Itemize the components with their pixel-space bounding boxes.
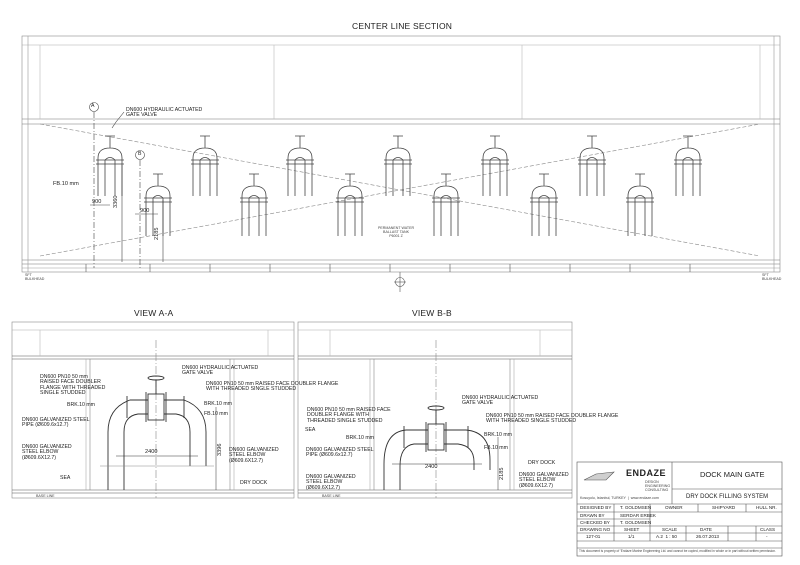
view-b-fb: FB.10 mm [484,445,508,451]
checked-by-label: CHECKED BY [580,520,610,525]
copyright-footer: This document is property of 'Endaze Mar… [579,549,776,553]
view-b-dry-dock-label: DRY DOCK [528,460,556,466]
hull-label: HULL NR. [756,505,777,510]
view-a-brk-left: BRK.10 mm [67,402,95,408]
project-title: DOCK MAIN GATE [700,470,765,479]
scale-value: A.2 1 : 50 [656,534,677,539]
drawing-title: DRY DOCK FILLING SYSTEM [686,494,769,500]
valve-unit-upper-5 [481,135,509,196]
view-a-dim-2400: 2400 [145,449,158,455]
view-a-dry-dock-label: DRY DOCK [240,480,268,486]
left-bulkhead-label: SFT BULKHEAD [25,273,45,281]
view-a-brk-right: BRK.10 mm [204,401,232,407]
valve-unit-upper-7 [674,135,702,196]
center-valve-label: DN600 HYDRAULIC ACTUATED GATE VALVE [126,107,203,119]
drawing-no-label: DRAWING NO [580,527,611,532]
center-dim-900-a: 900 [92,199,102,205]
view-a-dim-3396: 3396 [217,443,223,456]
company-address: Kosuyolu, Istanbul, TURKEY | www.endaze.… [580,496,659,500]
checked-by-value: T. GOLDMSEN [620,520,652,525]
valve-unit-upper-4 [384,135,412,196]
valve-unit-lower-5 [530,173,558,236]
view-a-flange-label-2: DN600 PN10 50 mm RAISED FACE DOUBLER FLA… [206,381,339,393]
view-a-sea-label: SEA [60,475,71,481]
view-a-pipe-label: DN600 GALVANIZED STEEL PIPE (Ø609.6x12.7… [22,417,90,429]
view-a-flange-label: DN600 PN10 50 mm RAISED FACE DOUBLER FLA… [40,374,106,397]
right-bulkhead-label: SFT BULKHEAD [762,273,782,281]
sheet-value: 1/1 [628,534,635,539]
view-a-fb: FB.10 mm [204,411,228,417]
valve-unit-upper-1 [96,135,124,196]
class-label: CLASS [760,527,776,532]
valve-unit-upper-3 [286,135,314,196]
valve-unit-lower-2 [240,173,268,236]
view-a-valve-label: DN600 HYDRAULIC ACTUATED GATE VALVE [182,365,259,377]
company-logo: ENDAZE [626,468,667,478]
sheet-label: SHEET [624,527,640,532]
designed-by-label: DESIGNED BY [580,505,612,510]
view-b-valve-label: DN600 HYDRAULIC ACTUATED GATE VALVE [462,395,539,407]
valve-unit-upper-2 [191,135,219,196]
shipyard-label: SHIPYARD [712,505,736,510]
center-dim-900-b: 900 [140,208,150,214]
view-b-elbow-right: DN600 GALVANIZED STEEL ELBOW (Ø609.6X12.… [519,472,569,489]
company-logo-sub: DESIGN ENGINEERING CONSULTING [645,480,671,492]
center-dim-3360: 3360 [113,195,119,208]
view-b-pipe-label: DN600 GALVANIZED STEEL PIPE (Ø609.6x12.7… [306,447,374,459]
valve-unit-lower-4 [432,173,460,236]
scale-label: SCALE [662,527,678,532]
view-b-flange-left: DN600 PN10 50 mm RAISED FACE DOUBLER FLA… [307,407,391,424]
owner-label: OWNER [665,505,683,510]
view-a-base-line: BASE LINE [36,494,55,498]
ballast-tank-label: PERMANENT WATER BALLAST TANK P6001 Z [378,226,415,238]
date-value: 26.07.2013 [696,534,719,539]
valve-unit-upper-6 [578,135,606,196]
view-a-elbow-left: DN600 GALVANIZED STEEL ELBOW (Ø609.6X12.… [22,444,72,461]
valve-unit-lower-6 [626,173,654,236]
view-b-elbow-left: DN600 GALVANIZED STEEL ELBOW (Ø609.6X12.… [306,474,356,491]
class-value: - [766,534,768,539]
view-b-dim-2400: 2400 [425,464,438,470]
valve-unit-lower-3 [336,173,364,236]
drawing-no-value: 127-01 [586,534,601,539]
marker-b: B [138,151,142,157]
designed-by-value: T. GOLDMSEN [620,505,652,510]
drawn-by-value: SERDAR ERBEK [620,513,656,518]
view-b-flange-right: DN600 PN10 50 mm RAISED FACE DOUBLER FLA… [486,413,619,425]
view-b-title: VIEW B-B [412,308,452,318]
view-b-brk-left: BRK.10 mm [346,435,374,441]
center-line-section-title: CENTER LINE SECTION [352,21,453,31]
view-a-elbow-right: DN600 GALVANIZED STEEL ELBOW (Ø609.6X12.… [229,447,279,464]
date-label: DATE [700,527,712,532]
marker-a: A [91,103,95,109]
view-b-sea-label: SEA [305,427,316,433]
valve-unit-lower-1 [144,173,172,236]
view-b-dim-2185: 2185 [499,467,505,480]
center-dim-2185: 2185 [154,227,160,240]
view-b-brk-right: BRK.10 mm [484,432,512,438]
center-fb-label: FB.10 mm [53,181,79,187]
drawn-by-label: DRAWN BY [580,513,605,518]
view-a-title: VIEW A-A [134,308,174,318]
view-b-base-line: BASE LINE [322,494,341,498]
